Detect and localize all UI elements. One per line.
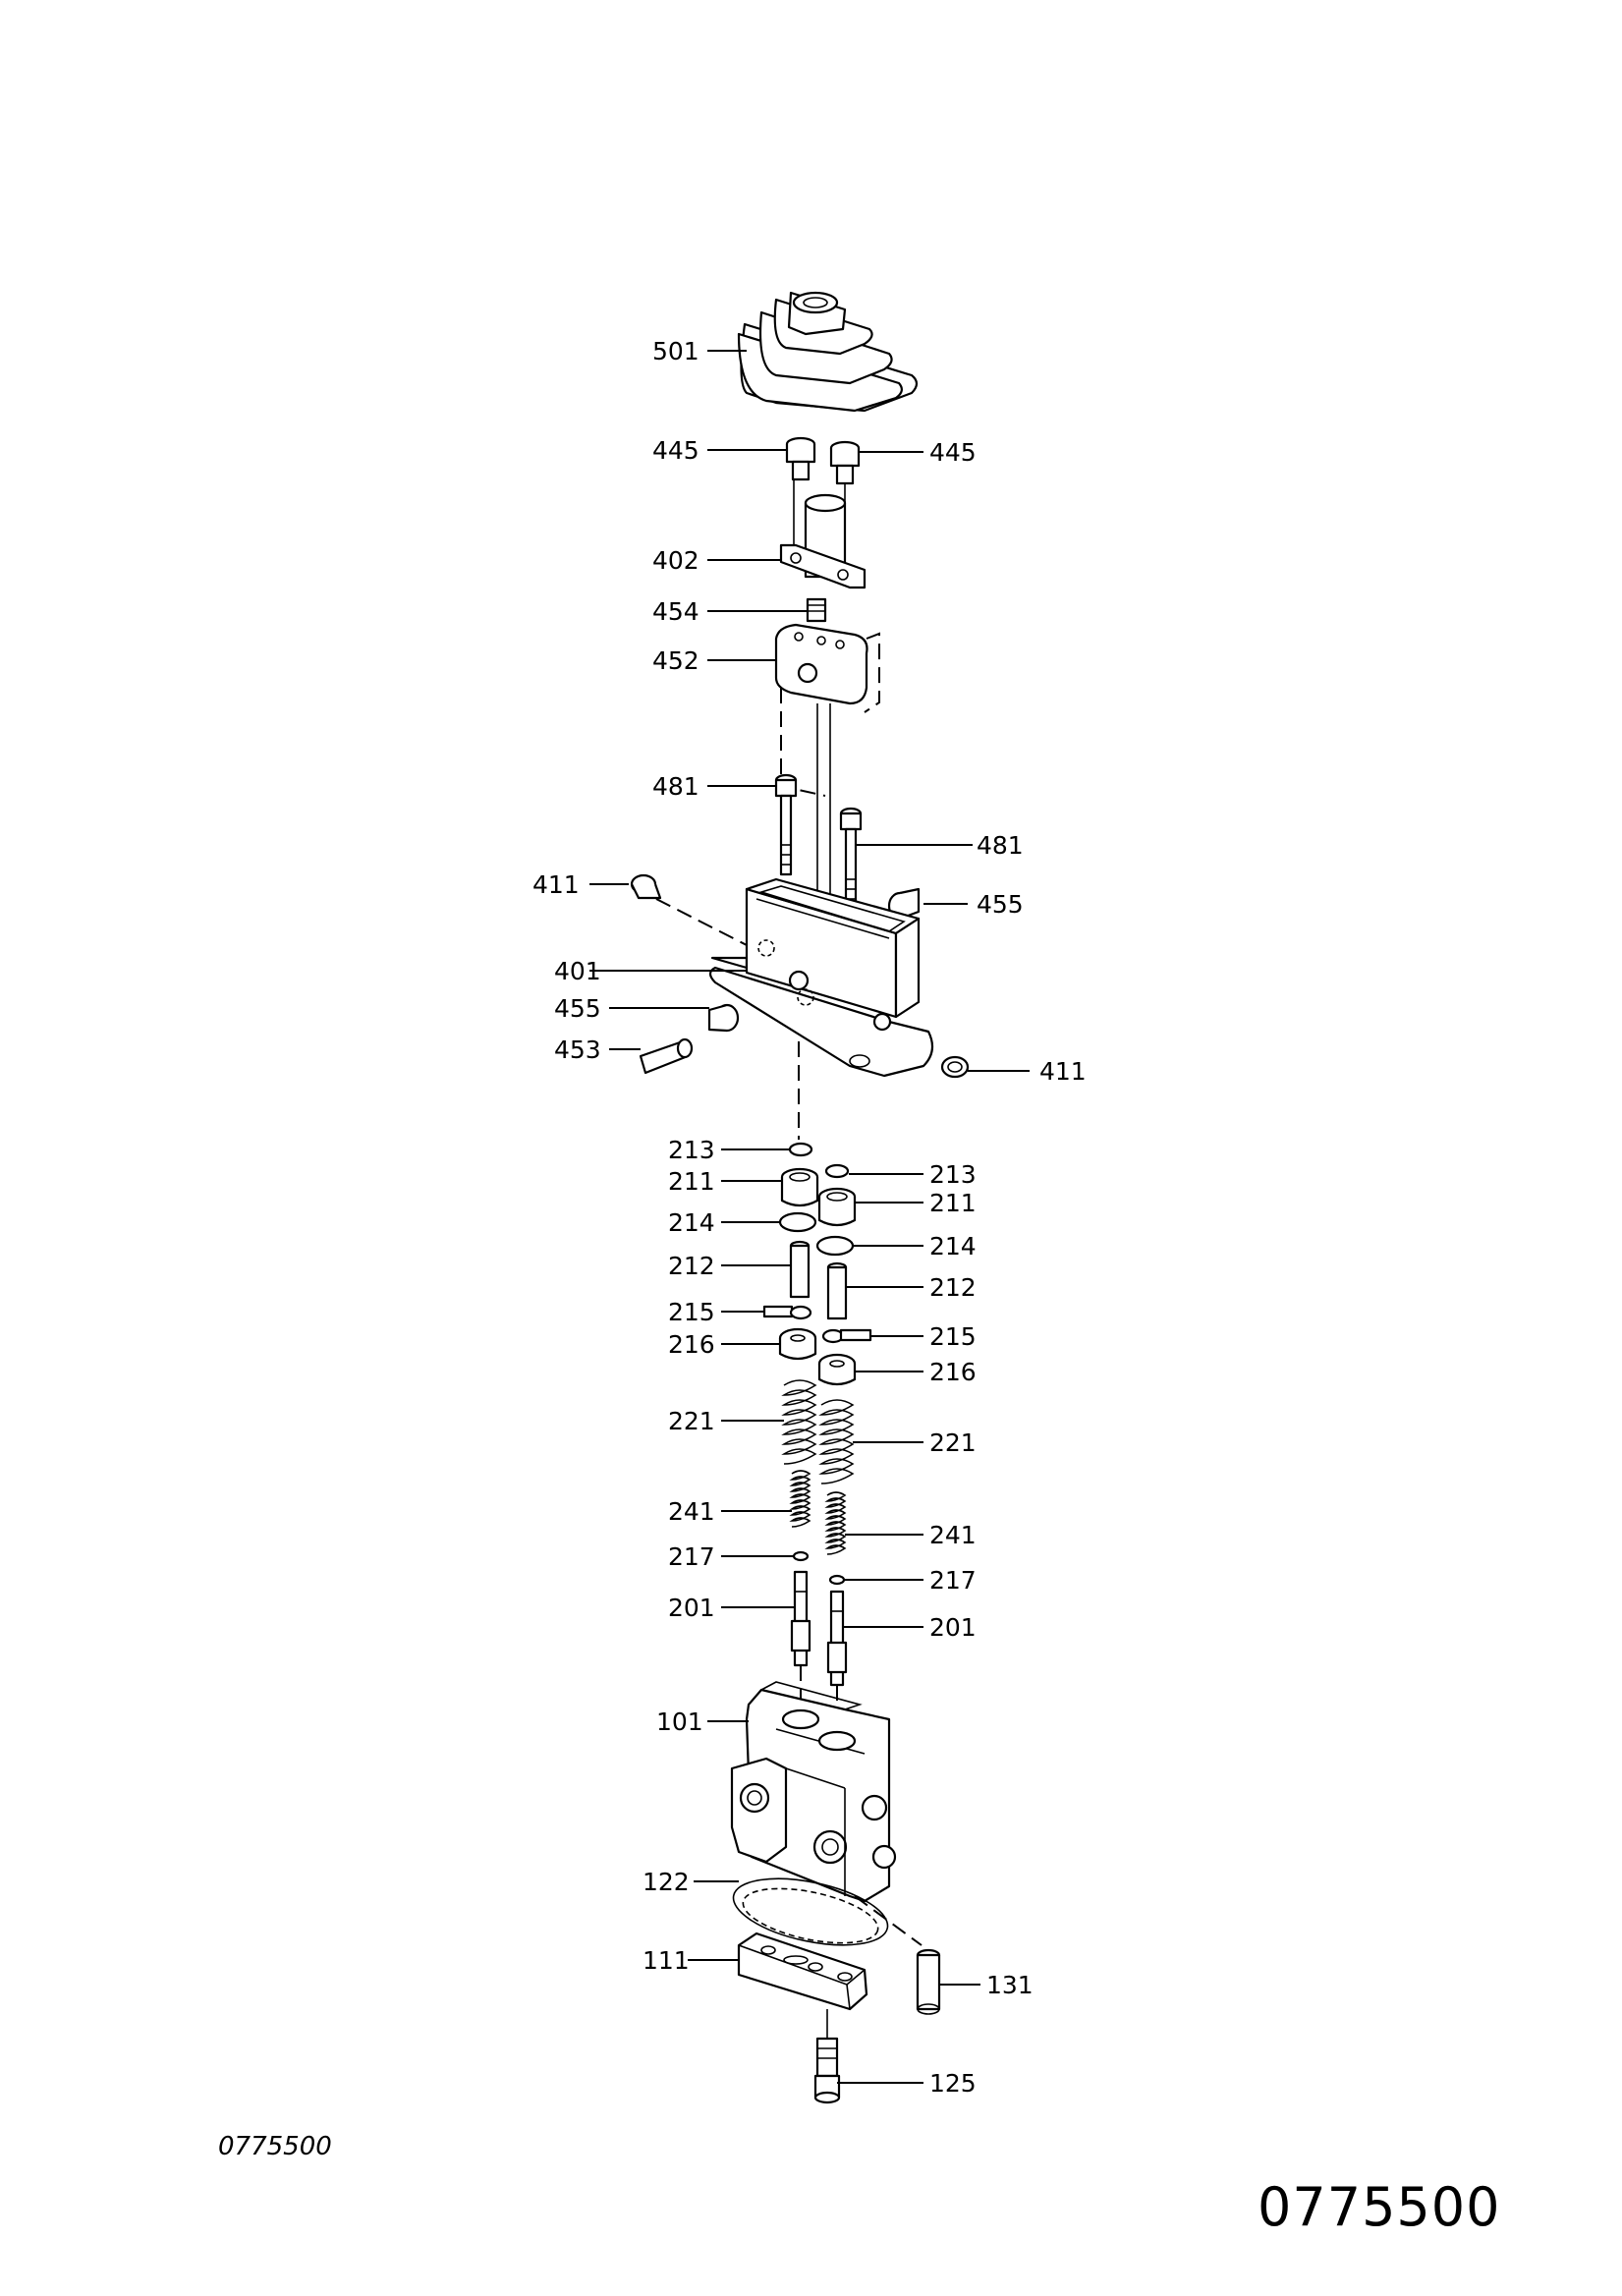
part-501-boot <box>737 291 919 413</box>
callout-445-right: 445 <box>929 438 977 467</box>
part-125-bolt <box>813 2037 841 2104</box>
part-481-bolt-right <box>839 807 863 908</box>
callout-211-left: 211 <box>668 1167 715 1196</box>
callout-452: 452 <box>652 646 699 675</box>
part-221-spring-left <box>781 1379 817 1465</box>
part-212-rod-right <box>826 1261 848 1320</box>
drawing-number-small: 0775500 <box>218 2132 332 2161</box>
callout-501: 501 <box>652 337 699 365</box>
callout-122: 122 <box>643 1868 690 1896</box>
callout-212-left: 212 <box>668 1252 715 1280</box>
part-445-screw-right <box>829 440 861 485</box>
part-452-joint-block <box>774 623 880 713</box>
callout-445-left: 445 <box>652 436 699 465</box>
callout-215-right: 215 <box>929 1322 977 1351</box>
drawing-number-large: 0775500 <box>1258 2176 1501 2238</box>
part-211-plug-right <box>817 1187 857 1227</box>
part-214-oring-right <box>815 1235 855 1257</box>
callout-201-left: 201 <box>668 1594 715 1622</box>
callout-216-left: 216 <box>668 1330 715 1359</box>
part-455-bushing-lower <box>707 1003 740 1033</box>
callout-217-left: 217 <box>668 1542 715 1571</box>
part-454-set-screw <box>806 597 827 623</box>
callout-401: 401 <box>554 957 601 985</box>
part-215-seat-right <box>821 1328 872 1344</box>
part-201-spool-right <box>826 1590 848 1687</box>
part-221-spring-right <box>818 1399 855 1484</box>
part-201-spool-left <box>790 1570 811 1667</box>
callout-213-right: 213 <box>929 1160 977 1189</box>
callout-221-right: 221 <box>929 1428 977 1457</box>
callout-402: 402 <box>652 546 699 575</box>
part-214-oring-left <box>778 1211 817 1233</box>
callout-125: 125 <box>929 2069 977 2098</box>
callout-101: 101 <box>656 1708 703 1736</box>
callout-481-left: 481 <box>652 772 699 801</box>
callout-454: 454 <box>652 597 699 626</box>
callout-481-right: 481 <box>977 831 1024 860</box>
callout-217-right: 217 <box>929 1566 977 1595</box>
part-401-casing <box>708 877 934 1078</box>
callout-411-upper: 411 <box>532 870 580 899</box>
callout-221-left: 221 <box>668 1407 715 1435</box>
part-212-rod-left <box>789 1240 811 1299</box>
part-411-plug-lower <box>940 1055 970 1079</box>
part-241-spring-left <box>789 1470 811 1528</box>
part-216-washer-right <box>817 1353 857 1386</box>
callout-131: 131 <box>986 1971 1034 1999</box>
part-211-plug-left <box>780 1167 819 1207</box>
part-216-washer-left <box>778 1327 817 1361</box>
part-213-seal-right <box>824 1163 850 1179</box>
part-101-valve-body <box>730 1681 897 1903</box>
callout-411-lower: 411 <box>1039 1057 1087 1086</box>
part-122-oring <box>732 1877 889 1946</box>
part-217-shim-left <box>792 1550 810 1562</box>
callout-455-lower: 455 <box>554 994 601 1023</box>
callout-212-right: 212 <box>929 1273 977 1302</box>
part-453-pin <box>639 1037 694 1075</box>
part-217-shim-right <box>828 1574 846 1586</box>
callout-241-left: 241 <box>668 1497 715 1526</box>
part-402-cam-plate <box>779 493 867 589</box>
callout-211-right: 211 <box>929 1189 977 1217</box>
callout-214-right: 214 <box>929 1232 977 1260</box>
part-215-seat-left <box>762 1305 812 1320</box>
part-411-plug-upper <box>630 873 662 900</box>
part-213-seal-left <box>788 1142 813 1157</box>
part-481-bolt-left <box>774 773 798 876</box>
part-241-spring-right <box>824 1491 847 1555</box>
part-445-screw-left <box>785 436 816 481</box>
callout-453: 453 <box>554 1036 601 1064</box>
callout-216-right: 216 <box>929 1358 977 1386</box>
callout-213-left: 213 <box>668 1136 715 1164</box>
part-131-pin <box>916 1948 941 2015</box>
callout-214-left: 214 <box>668 1208 715 1237</box>
callout-241-right: 241 <box>929 1521 977 1549</box>
callout-111: 111 <box>643 1946 690 1975</box>
part-111-plate <box>737 1932 868 2011</box>
callout-201-right: 201 <box>929 1613 977 1642</box>
callout-215-left: 215 <box>668 1298 715 1326</box>
callout-455-upper: 455 <box>977 890 1024 919</box>
